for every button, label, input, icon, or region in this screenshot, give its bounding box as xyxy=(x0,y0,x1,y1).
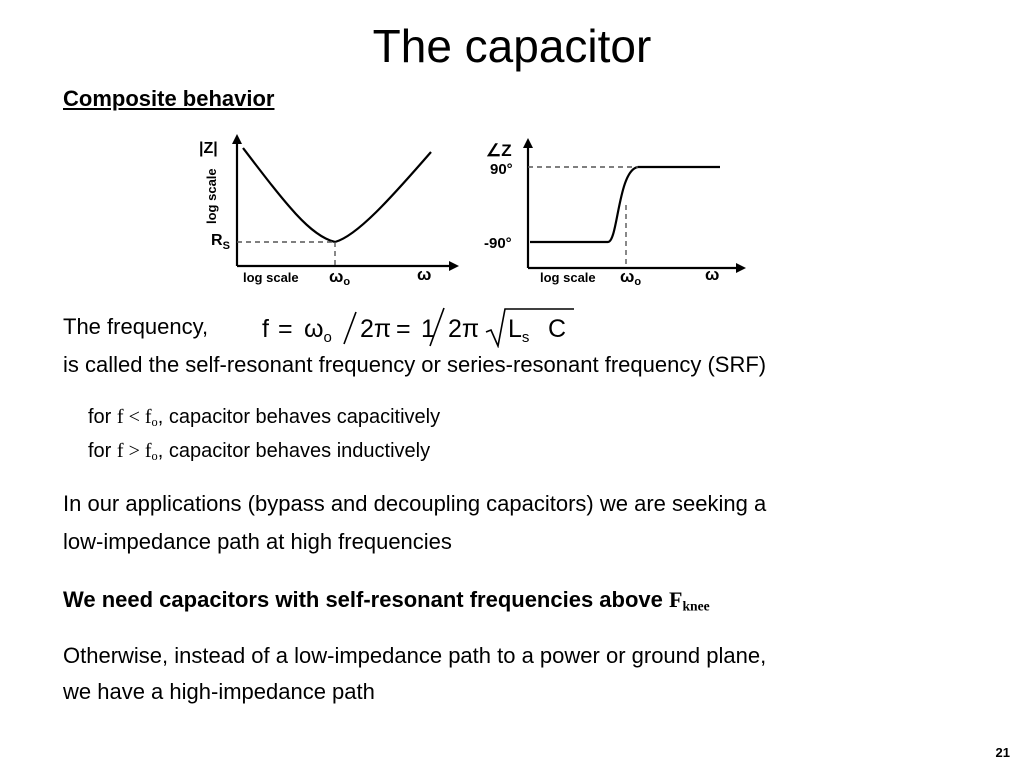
condition-inductive: for f > fo, capacitor behaves inductivel… xyxy=(88,440,431,464)
applications-line-2: low-impedance path at high frequencies xyxy=(63,529,452,554)
srf-formula: f = ωo 2π = 1 2π Ls C xyxy=(262,307,574,348)
omega-o-label: ωo xyxy=(329,267,350,288)
section-heading: Composite behavior xyxy=(63,86,275,111)
formula-one: 1 xyxy=(421,315,435,343)
rs-label: RS xyxy=(211,232,230,252)
omega-label: ω xyxy=(705,265,719,284)
formula-slash-2 xyxy=(429,307,445,347)
otherwise-line-1: Otherwise, instead of a low-impedance pa… xyxy=(63,643,767,668)
formula-C: C xyxy=(548,315,566,343)
phase-plot: ∠Z 90° -90° log scale ωo ω xyxy=(484,138,746,288)
x-axis-arrow xyxy=(449,261,459,271)
omega-label: ω xyxy=(417,265,431,284)
phase-curve xyxy=(530,165,720,244)
y-tick-90: 90° xyxy=(490,161,513,178)
y-label-magnitude: |Z| xyxy=(199,140,218,157)
y-label-log-scale: log scale xyxy=(204,168,219,224)
need-statement: We need capacitors with self-resonant fr… xyxy=(63,587,710,614)
applications-line-1: In our applications (bypass and decoupli… xyxy=(63,491,767,516)
impedance-curve xyxy=(242,147,432,244)
condition-capacitive: for f < fo, capacitor behaves capacitive… xyxy=(88,406,441,430)
y-label-phase: ∠Z xyxy=(486,141,512,160)
y-axis-arrow xyxy=(232,134,242,144)
formula-omega: ωo xyxy=(304,315,332,346)
formula-slash-1 xyxy=(343,311,357,345)
formula-equals-1: = xyxy=(278,315,293,343)
x-label-log-scale: log scale xyxy=(540,270,596,285)
formula-f: f xyxy=(262,315,269,343)
formula-2pi-1: 2π xyxy=(360,315,391,343)
omega-o-label: ωo xyxy=(620,267,641,288)
frequency-lead: The frequency, xyxy=(63,314,209,339)
formula-sqrt xyxy=(485,308,574,348)
impedance-plot: |Z| log scale RS log scale ωo ω xyxy=(199,134,459,288)
formula-2pi-2: 2π xyxy=(448,315,479,343)
srf-description: is called the self-resonant frequency or… xyxy=(63,352,767,377)
formula-equals-2: = xyxy=(396,315,411,343)
y-axis-arrow xyxy=(523,138,533,148)
x-label-log-scale: log scale xyxy=(243,270,299,285)
page-number: 21 xyxy=(995,745,1010,760)
otherwise-line-2: we have a high-impedance path xyxy=(63,679,375,704)
x-axis-arrow xyxy=(736,263,746,273)
formula-L: Ls xyxy=(508,315,529,346)
page-title: The capacitor xyxy=(372,20,652,72)
y-tick-minus-90: -90° xyxy=(484,235,512,252)
